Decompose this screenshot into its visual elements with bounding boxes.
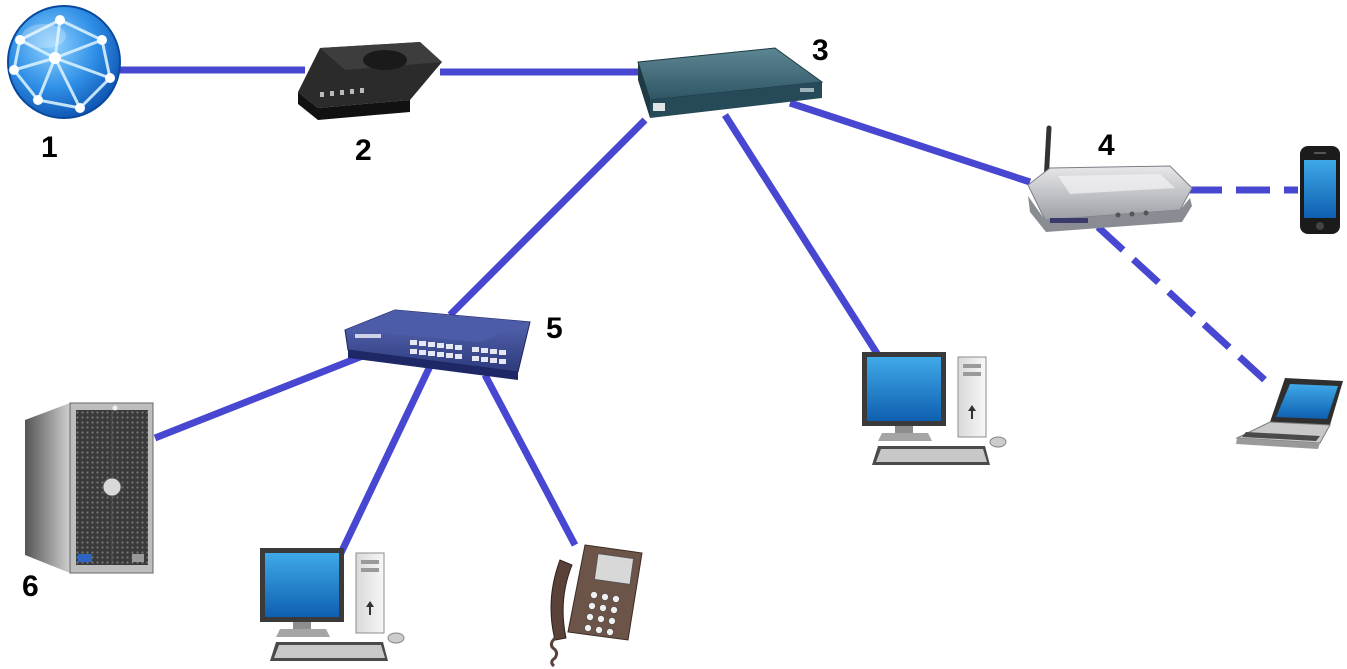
network-switch-icon bbox=[344, 309, 531, 380]
modem-icon bbox=[298, 42, 442, 120]
link-switch-phone bbox=[481, 373, 579, 547]
globe-icon bbox=[7, 5, 121, 119]
link-router-switch bbox=[447, 117, 648, 318]
node-label-wireless-ap: 4 bbox=[1098, 129, 1115, 162]
tower-server-icon bbox=[25, 402, 154, 574]
link-router-wireless bbox=[788, 99, 1032, 186]
link-switch-desktop bbox=[336, 360, 436, 557]
node-label-router: 3 bbox=[812, 34, 829, 67]
link-switch-server bbox=[153, 351, 367, 442]
desk-phone-icon bbox=[549, 544, 643, 668]
wireless-router-icon bbox=[1027, 125, 1193, 232]
node-label-internet: 1 bbox=[41, 131, 58, 164]
smartphone-icon bbox=[1300, 146, 1340, 234]
router-icon bbox=[637, 47, 824, 118]
laptop-icon bbox=[1235, 378, 1343, 449]
links-layer bbox=[120, 66, 1298, 557]
desktop-computer-icon bbox=[862, 352, 1007, 465]
node-label-switch: 5 bbox=[546, 312, 563, 345]
desktop-computer-icon bbox=[260, 548, 405, 661]
node-label-server: 6 bbox=[22, 570, 39, 603]
node-label-modem: 2 bbox=[355, 134, 372, 167]
link-wireless-laptop bbox=[1095, 224, 1271, 386]
node-labels: 1 2 3 4 5 6 bbox=[22, 34, 1115, 603]
link-router-desktop bbox=[722, 113, 881, 357]
